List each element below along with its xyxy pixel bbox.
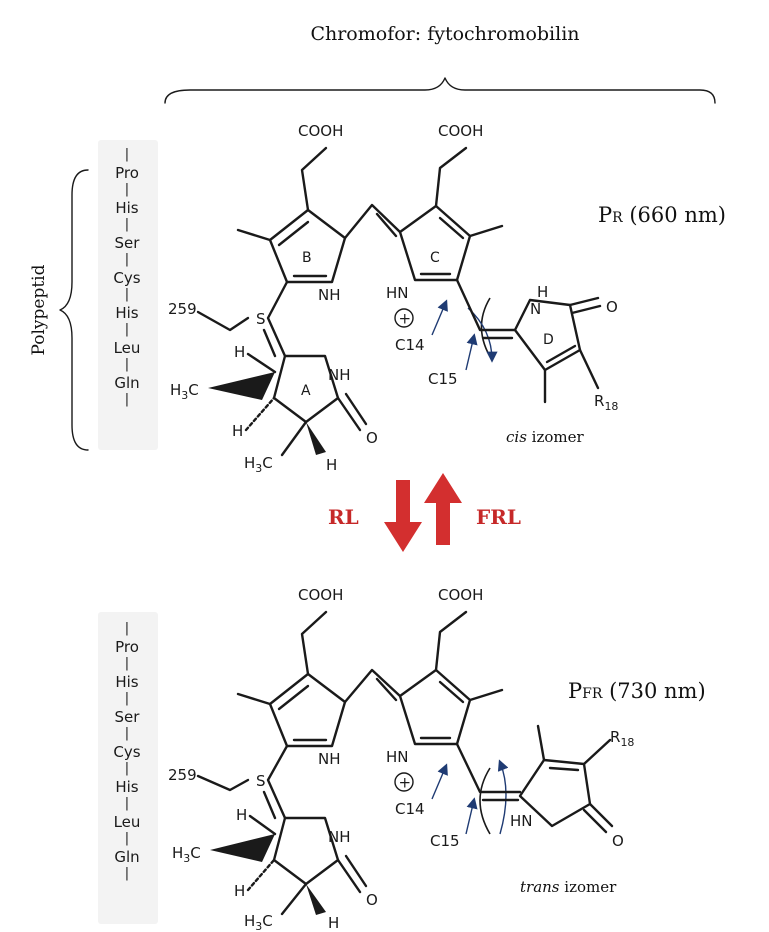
svg-text:|: | <box>125 147 129 162</box>
bottom-r18: R18 <box>610 728 634 749</box>
top-state-label: PR (660 nm) <box>598 203 726 227</box>
top-peptide-panel <box>98 140 158 450</box>
top-c14: C14 <box>395 336 425 354</box>
bottom-h-3: H <box>328 914 339 932</box>
svg-text:|: | <box>125 357 129 372</box>
svg-text:|: | <box>125 656 129 671</box>
top-s-atom: S <box>256 310 266 328</box>
polypeptide-label: Polypeptid <box>29 264 49 355</box>
top-structure: | Pro | His | Ser | Cys | His | Leu | Gl… <box>98 122 726 475</box>
bottom-residue-his2: His <box>115 778 138 796</box>
top-c15: C15 <box>428 370 458 388</box>
bottom-cys-position: 259 <box>168 766 197 784</box>
polypeptide-brace <box>59 169 89 451</box>
bottom-cooh-2: COOH <box>438 586 483 604</box>
top-isomer-label: cis izomer <box>506 428 585 446</box>
bottom-residue-pro: Pro <box>115 638 139 656</box>
bottom-residue-cys: Cys <box>113 743 140 761</box>
bottom-residue-gln: Gln <box>114 848 139 866</box>
top-plus: + <box>399 310 412 328</box>
top-h3c-1: H3C <box>170 381 199 402</box>
bottom-o-a: O <box>366 891 378 909</box>
bottom-cooh-1: COOH <box>298 586 343 604</box>
bottom-residue-his: His <box>115 673 138 691</box>
bottom-peptide-chain: | Pro | His | Ser | Cys | His | Leu | Gl… <box>113 621 140 881</box>
svg-text:|: | <box>125 726 129 741</box>
svg-text:|: | <box>125 287 129 302</box>
top-hn-c: HN <box>386 284 409 302</box>
svg-text:|: | <box>125 217 129 232</box>
bottom-hn-c: HN <box>386 748 409 766</box>
top-nh-b: NH <box>318 286 341 304</box>
top-h-3: H <box>326 456 337 474</box>
top-ring-c: C <box>430 250 440 266</box>
bottom-c15: C15 <box>430 832 460 850</box>
top-residue-his: His <box>115 199 138 217</box>
svg-text:|: | <box>125 866 129 881</box>
top-residue-leu: Leu <box>114 339 141 357</box>
top-o-a: O <box>366 429 378 447</box>
rl-label: RL <box>328 505 359 529</box>
bottom-residue-ser: Ser <box>115 708 141 726</box>
top-ring-b: B <box>302 250 312 266</box>
bottom-h-1: H <box>236 806 247 824</box>
top-o-d: O <box>606 298 618 316</box>
bottom-hn-d: HN <box>510 812 533 830</box>
bottom-residue-leu: Leu <box>114 813 141 831</box>
svg-text:|: | <box>125 182 129 197</box>
bottom-plus: + <box>399 774 412 792</box>
bottom-nh-b: NH <box>318 750 341 768</box>
frl-arrow <box>424 473 462 545</box>
svg-text:|: | <box>125 621 129 636</box>
frl-label: FRL <box>476 505 521 529</box>
svg-text:|: | <box>125 252 129 267</box>
top-residue-pro: Pro <box>115 164 139 182</box>
top-h-2: H <box>232 422 243 440</box>
bottom-structure: | Pro | His | Ser | Cys | His | Leu | Gl… <box>98 586 706 932</box>
top-cys-position: 259 <box>168 300 197 318</box>
top-residue-cys: Cys <box>113 269 140 287</box>
rl-arrow <box>384 480 422 552</box>
conversion-arrows: RL FRL <box>328 473 521 552</box>
top-h3c-2: H3C <box>244 454 273 475</box>
top-residue-gln: Gln <box>114 374 139 392</box>
top-residue-his2: His <box>115 304 138 322</box>
bottom-nh-a: NH <box>328 828 351 846</box>
svg-text:|: | <box>125 392 129 407</box>
bottom-peptide-panel <box>98 612 158 924</box>
bottom-isomer-label: trans izomer <box>520 878 617 896</box>
top-r18: R18 <box>594 392 618 413</box>
chromophore-title: Chromofor: fytochromobilin <box>310 23 579 45</box>
bottom-h-2: H <box>234 882 245 900</box>
top-peptide-chain: | Pro | His | Ser | Cys | His | Leu | Gl… <box>113 147 140 407</box>
chromophore-brace <box>164 77 716 104</box>
top-h-d: H <box>537 283 548 301</box>
svg-text:|: | <box>125 796 129 811</box>
svg-text:|: | <box>125 831 129 846</box>
top-n-d: N <box>530 300 541 318</box>
bottom-h3c-1: H3C <box>172 844 201 865</box>
bottom-h3c-2: H3C <box>244 912 273 932</box>
bottom-state-label: PFR (730 nm) <box>568 679 706 703</box>
svg-text:|: | <box>125 322 129 337</box>
svg-text:|: | <box>125 691 129 706</box>
top-cooh-1: COOH <box>298 122 343 140</box>
bottom-c14: C14 <box>395 800 425 818</box>
top-nh-a: NH <box>328 366 351 384</box>
top-cooh-2: COOH <box>438 122 483 140</box>
bottom-s-atom: S <box>256 772 266 790</box>
top-h-1: H <box>234 343 245 361</box>
top-residue-ser: Ser <box>115 234 141 252</box>
bottom-o-d: O <box>612 832 624 850</box>
top-ring-a: A <box>301 383 311 399</box>
top-ring-d: D <box>543 332 554 348</box>
svg-text:|: | <box>125 761 129 776</box>
